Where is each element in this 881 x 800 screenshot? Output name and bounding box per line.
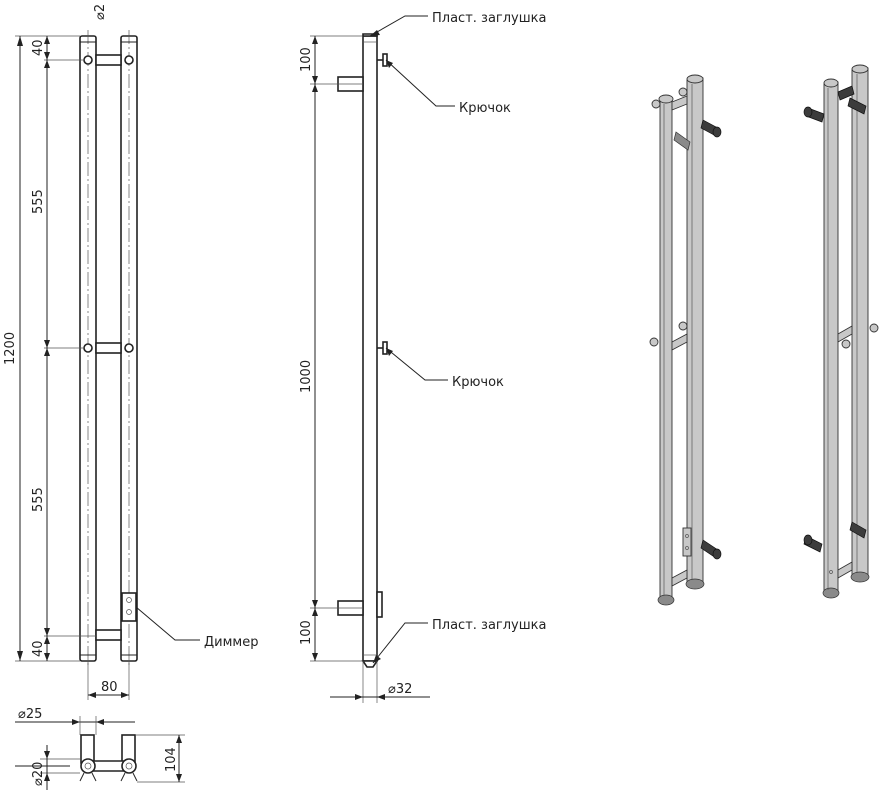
side-top-hook xyxy=(377,53,388,67)
leader-hook-top xyxy=(385,59,455,107)
front-tube-diameter-label: ⌀2 xyxy=(93,4,108,20)
dim-104-text: 104 xyxy=(164,747,179,772)
side-dim-100-bottom: 100 xyxy=(299,620,314,645)
top-view: ⌀25 ⌀20 104 xyxy=(15,707,185,790)
label-hook-middle: Крючок xyxy=(452,375,504,390)
side-dim-d32: ⌀32 xyxy=(388,682,412,697)
dim-80-text: 80 xyxy=(101,680,118,695)
side-tube xyxy=(362,35,378,662)
dim-upper-555-text: 555 xyxy=(31,189,46,214)
dim-d25-text: ⌀25 xyxy=(18,707,42,722)
leader-hook-middle xyxy=(385,347,448,381)
label-cap-top: Пласт. заглушка xyxy=(432,11,546,26)
front-top-connector xyxy=(83,54,134,66)
side-view: Пласт. заглушка Крючок Крючок Пласт. заг… xyxy=(299,11,546,703)
leader-cap-top xyxy=(369,15,428,37)
side-middle-hook xyxy=(377,341,388,355)
dim-1200-text: 1200 xyxy=(3,332,18,365)
dimmer-leader xyxy=(135,606,200,641)
dimmer-label: Диммер xyxy=(204,635,258,650)
label-hook-top: Крючок xyxy=(459,101,511,116)
side-dim-1000: 1000 xyxy=(299,360,314,393)
isometric-view-front xyxy=(649,74,722,606)
dimmer-device xyxy=(121,592,137,622)
front-bottom-connector xyxy=(95,629,122,641)
dim-bottom-40-text: 40 xyxy=(31,640,46,657)
dim-top-40-text: 40 xyxy=(31,39,46,56)
dim-lower-555-text: 555 xyxy=(31,487,46,512)
front-view: Диммер ⌀2 1200 40 555 555 40 80 xyxy=(3,4,258,700)
isometric-view-rear xyxy=(803,64,879,599)
leader-cap-bottom xyxy=(372,622,428,664)
side-dim-100-top: 100 xyxy=(299,47,314,72)
dim-d20-text: ⌀20 xyxy=(31,762,46,786)
label-cap-bottom: Пласт. заглушка xyxy=(432,618,546,633)
